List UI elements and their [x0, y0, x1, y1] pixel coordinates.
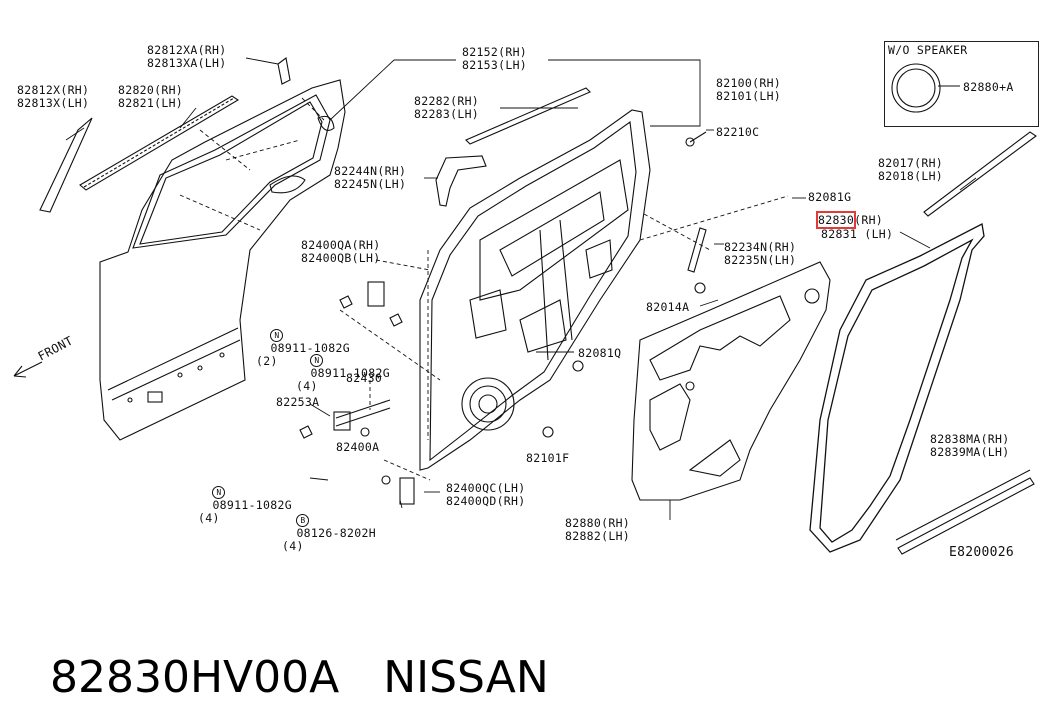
- label-82282: 82282(RH) 82283(LH): [414, 94, 480, 121]
- label-82820: 82820(RH) 82821(LH): [118, 83, 184, 110]
- wo-speaker-title: W/O SPEAKER: [888, 43, 968, 57]
- label-82812xa: 82812XA(RH) 82813XA(LH): [147, 43, 227, 70]
- label-82830-highlighted: 82830: [815, 211, 857, 229]
- part-number: 82830HV00A: [49, 652, 340, 703]
- label-08911-a-text: 08911-1082G (2): [256, 341, 350, 368]
- label-08911-a: N 08911-1082G (2): [256, 316, 350, 368]
- label-82430: 82430: [346, 371, 383, 385]
- label-08911-b-text: 08911-1082G (4): [296, 366, 390, 393]
- front-arrow: [13, 361, 43, 378]
- part-82282: [465, 87, 591, 145]
- label-82831: 82831 (LH): [821, 227, 894, 241]
- label-82017: 82017(RH) 82018(LH): [878, 156, 944, 183]
- label-82234n: 82234N(RH) 82235N(LH): [724, 240, 797, 267]
- label-82253a: 82253A: [276, 395, 320, 409]
- label-82100: 82100(RH) 82101(LH): [716, 76, 782, 103]
- footer: 82830HV00A NISSAN: [22, 600, 549, 704]
- without-speaker-box: W/O SPEAKER 82880+A: [884, 41, 1039, 127]
- label-82830-line: 82830(RH): [815, 211, 884, 229]
- label-08126-text: 08126-8202H (4): [282, 526, 376, 553]
- label-82400qc: 82400QC(LH) 82400QD(RH): [446, 481, 526, 508]
- inner-door-frame: [419, 109, 651, 471]
- label-82880a: 82880+A: [963, 80, 1014, 94]
- diagram-code: E8200026: [949, 545, 1015, 560]
- part-82234n: [687, 227, 707, 273]
- brand-name: NISSAN: [383, 652, 549, 703]
- part-82838ma: [897, 477, 1035, 555]
- label-82812x: 82812X(RH) 82813X(LH): [17, 83, 90, 110]
- label-82101f: 82101F: [526, 451, 570, 465]
- label-82830-rh: (RH): [854, 213, 884, 227]
- label-82152: 82152(RH) 82153(LH): [462, 45, 528, 72]
- hinge-upper: [367, 281, 385, 307]
- label-82880: 82880(RH) 82882(LH): [565, 516, 631, 543]
- label-08911-c-text: 08911-1082G (4): [198, 498, 292, 525]
- label-82081g: 82081G: [808, 190, 852, 204]
- door-trim-panel: [631, 261, 831, 501]
- label-82838ma: 82838MA(RH) 82839MA(LH): [930, 432, 1010, 459]
- door-parts-diagram: [13, 57, 1037, 555]
- label-08126: B 08126-8202H (4): [282, 501, 376, 553]
- label-82244n: 82244N(RH) 82245N(LH): [334, 164, 407, 191]
- part-82812x: [39, 117, 93, 213]
- label-08911-c: N 08911-1082G (4): [198, 473, 292, 525]
- weatherstrip-82830: [809, 223, 985, 553]
- label-82400qa: 82400QA(RH) 82400QB(LH): [301, 238, 381, 265]
- label-82210c: 82210C: [716, 125, 760, 139]
- outer-door-panel: [99, 79, 346, 441]
- part-82812xa: [277, 57, 291, 85]
- part-82017: [923, 131, 1037, 217]
- label-82400a: 82400A: [336, 440, 380, 454]
- door-check-link: [335, 399, 391, 427]
- label-82081q: 82081Q: [578, 346, 622, 360]
- label-82014a: 82014A: [646, 300, 690, 314]
- label-08911-b: N 08911-1082G (4): [296, 341, 390, 393]
- part-82244n: [435, 155, 487, 207]
- hinge-lower: [399, 477, 415, 505]
